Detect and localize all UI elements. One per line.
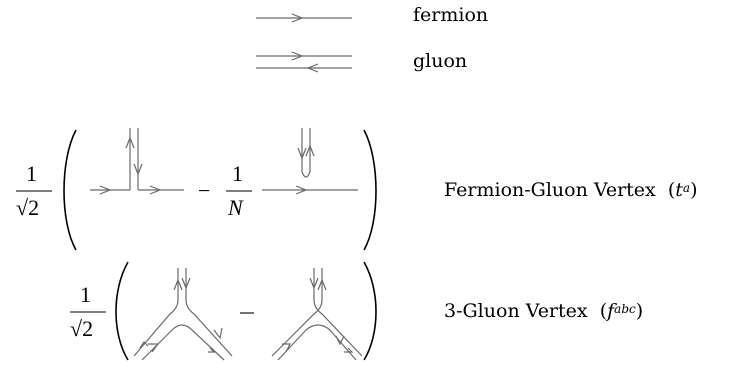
gluon-vertex-prefactor-denominator: √2 [70,316,94,341]
gluon-legend-lines [256,51,352,73]
fermion-vertex-minus-sign: − [198,178,211,203]
fermion-gluon-vertex-superscript: a [682,181,691,195]
fermion-vertex-inner-numerator: 1 [232,161,243,186]
gluon-legend-label: gluon [413,50,468,72]
gluon-vertex-left-paren [115,261,129,361]
fermion-vertex-prefactor-denominator: √2 [16,195,40,220]
gluon-vertex-diagram-2 [271,268,363,361]
fermion-vertex-right-paren [363,129,377,251]
gluon-vertex-right-paren [363,261,377,361]
fermion-vertex-diagram-1 [90,128,184,195]
gluon-vertex-diagram-1 [133,268,233,361]
fermion-legend-label: fermion [413,4,489,26]
fermion-gluon-vertex-label-text: Fermion-Gluon Vertex [444,179,656,201]
three-gluon-vertex-label: 3-Gluon Vertex (fabc) [444,300,644,322]
three-gluon-vertex-symbol: f [607,300,615,322]
fermion-gluon-vertex-label: Fermion-Gluon Vertex (ta) [444,179,698,201]
fermion-vertex-prefactor-numerator: 1 [26,161,37,186]
fermion-vertex-left-paren [63,129,77,251]
fermion-vertex-diagram-2 [262,128,358,195]
gluon-vertex-prefactor-numerator: 1 [80,282,91,307]
fermion-legend-line [256,13,352,23]
three-gluon-vertex-label-text: 3-Gluon Vertex [444,300,588,322]
fermion-vertex-inner-denominator: N [228,195,243,220]
three-gluon-vertex-superscript: abc [614,302,636,316]
fermion-gluon-vertex-symbol: t [675,179,683,201]
